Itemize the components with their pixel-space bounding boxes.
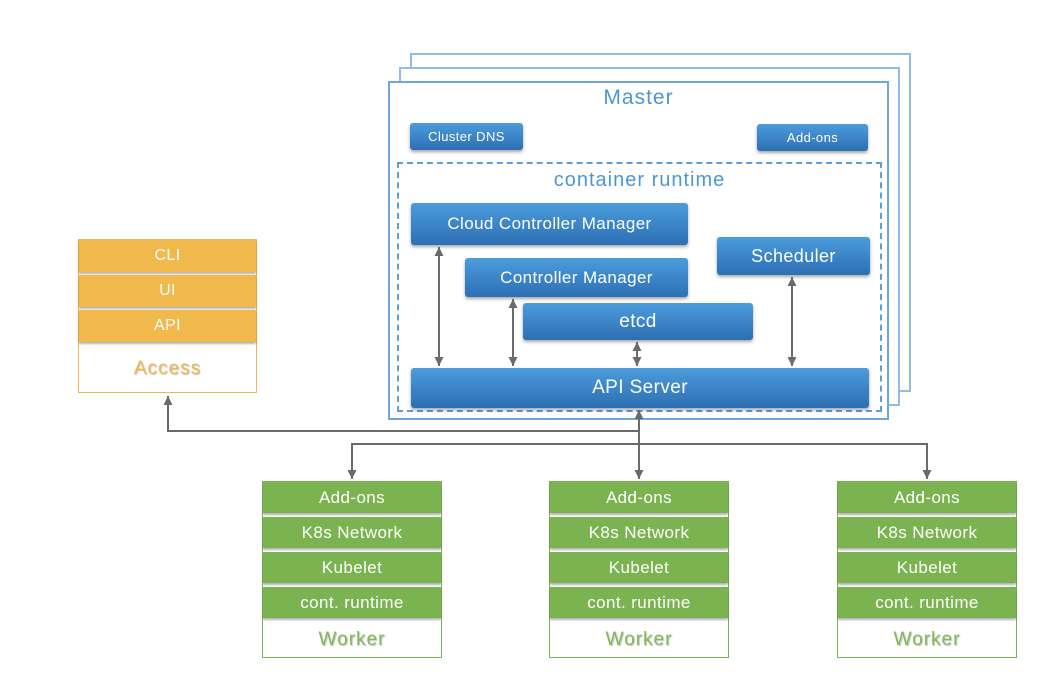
master-addons-box: Add-ons <box>757 124 868 151</box>
access-item-ui: UI <box>79 275 256 307</box>
access-item-cli: CLI <box>79 240 256 272</box>
worker-stack-3: Add-ons K8s Network Kubelet cont. runtim… <box>837 481 1017 658</box>
access-stack: CLI UI API Access <box>78 239 257 393</box>
worker3-addons: Add-ons <box>838 482 1016 513</box>
worker3-kubelet: Kubelet <box>838 552 1016 583</box>
worker1-k8s-network: K8s Network <box>263 517 441 548</box>
cloud-controller-manager-box: Cloud Controller Manager <box>411 203 688 245</box>
worker2-cont-runtime: cont. runtime <box>550 587 728 618</box>
arrow-apiserver-worker1-worker3 <box>347 443 932 479</box>
worker-stack-1: Add-ons K8s Network Kubelet cont. runtim… <box>262 481 442 658</box>
controller-manager-box: Controller Manager <box>465 258 688 297</box>
etcd-box: etcd <box>523 303 753 340</box>
worker1-cont-runtime: cont. runtime <box>263 587 441 618</box>
worker1-addons: Add-ons <box>263 482 441 513</box>
cluster-dns-box: Cluster DNS <box>410 123 523 150</box>
worker3-cont-runtime: cont. runtime <box>838 587 1016 618</box>
api-server-box: API Server <box>411 368 869 408</box>
master-title: Master <box>603 86 674 109</box>
worker1-label: Worker <box>318 628 386 650</box>
worker-stack-2: Add-ons K8s Network Kubelet cont. runtim… <box>549 481 729 658</box>
worker3-label: Worker <box>893 628 961 650</box>
worker3-k8s-network: K8s Network <box>838 517 1016 548</box>
access-label: Access <box>133 357 202 379</box>
container-runtime-title: container runtime <box>553 169 726 191</box>
worker2-label: Worker <box>605 628 673 650</box>
access-item-api: API <box>79 310 256 342</box>
scheduler-box: Scheduler <box>717 237 870 275</box>
worker2-addons: Add-ons <box>550 482 728 513</box>
worker2-kubelet: Kubelet <box>550 552 728 583</box>
worker1-kubelet: Kubelet <box>263 552 441 583</box>
worker2-k8s-network: K8s Network <box>550 517 728 548</box>
